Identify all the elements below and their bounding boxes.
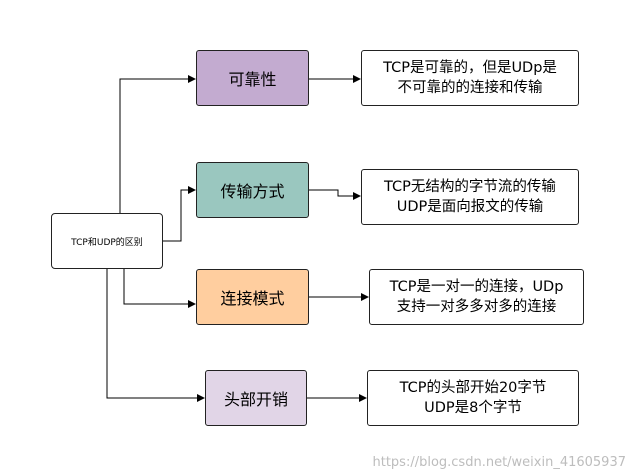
description-line: TCP无结构的字节流的传输 — [384, 179, 556, 195]
description-node-connection-mode: TCP是一对一的连接，UDp 支持一对多多对多的连接 — [369, 269, 584, 325]
description-node-header-overhead: TCP的头部开始20字节 UDP是8个字节 — [367, 370, 579, 426]
description-line: UDP是面向报文的传输 — [396, 199, 544, 215]
category-label-header-overhead: 头部开销 — [223, 390, 288, 409]
category-label-connection-mode: 连接模式 — [220, 289, 285, 308]
edge-root-cat-2 — [163, 186, 196, 242]
edge-root-cat-1 — [119, 75, 196, 213]
description-line: UDP是8个字节 — [424, 400, 522, 416]
category-node-connection-mode: 连接模式 — [196, 269, 309, 325]
category-node-transfer-mode: 传输方式 — [196, 162, 309, 218]
root-label: TCP和UDP的区别 — [71, 237, 143, 248]
category-label-transfer-mode: 传输方式 — [220, 182, 285, 201]
category-label-reliability: 可靠性 — [228, 70, 277, 89]
description-node-transfer-mode: TCP无结构的字节流的传输 UDP是面向报文的传输 — [361, 169, 579, 225]
edge-cat-2-desc — [309, 189, 361, 200]
description-line: TCP的头部开始20字节 — [399, 380, 547, 396]
description-node-reliability: TCP是可靠的，但是UDp是 不可靠的的连接和传输 — [361, 50, 579, 106]
root-node: TCP和UDP的区别 — [51, 213, 163, 269]
description-line: 不可靠的的连接和传输 — [397, 80, 543, 96]
watermark-text: https://blog.csdn.net/weixin_41605937 — [372, 455, 626, 470]
description-line: TCP是一对一的连接，UDp — [389, 279, 564, 295]
edge-root-cat-3 — [123, 269, 196, 308]
category-node-reliability: 可靠性 — [196, 50, 309, 106]
category-node-header-overhead: 头部开销 — [205, 370, 307, 426]
edge-root-cat-4 — [106, 269, 205, 402]
description-line: TCP是可靠的，但是UDp是 — [383, 60, 557, 76]
description-line: 支持一对多多对多的连接 — [396, 299, 557, 315]
